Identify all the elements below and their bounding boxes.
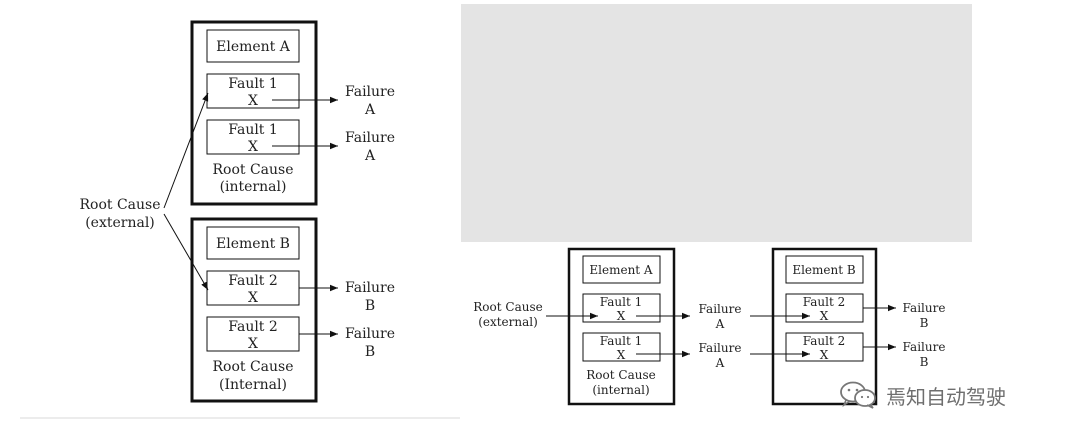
r-element-b-title-box — [785, 255, 864, 284]
element-a-fault2-x: X — [248, 139, 258, 155]
element-b-fault1-x: X — [248, 290, 258, 306]
element-b-root-cause-internal-line2: (Internal) — [219, 377, 287, 393]
r-failure-a-2-line1: Failure — [699, 341, 742, 355]
r-element-b-fault1-x: X — [820, 309, 829, 323]
r-element-a-container — [567, 247, 676, 406]
failure-a-2-line1: Failure — [345, 130, 395, 146]
element-a-fault1-x: X — [248, 93, 258, 109]
r-element-b-fault2-label: Fault 2 — [803, 334, 846, 348]
element-b-fault1-label: Fault 2 — [228, 273, 278, 289]
r-element-a-fault1-box — [582, 293, 661, 323]
r-element-b-container — [771, 247, 878, 406]
element-b-root-cause-internal-line1: Root Cause — [212, 359, 293, 375]
watermark-text: 焉知自动驾驶 — [886, 384, 1006, 409]
r-element-b-fault2-x: X — [820, 348, 829, 362]
element-a-fault2-label: Fault 1 — [228, 122, 278, 138]
r-failure-b-1-line2: B — [920, 316, 929, 330]
element-a-fault2-box — [206, 119, 300, 155]
wechat-icon — [840, 381, 876, 409]
r-element-a-fault1-x: X — [617, 309, 626, 323]
r-element-a-root-cause-internal-line1: Root Cause — [586, 368, 655, 382]
failure-a-1-line1: Failure — [345, 84, 395, 100]
right-diagram: Element A Fault 1 X Fault 1 X Root Cause… — [473, 247, 946, 406]
r-root-cause-external-line1: Root Cause — [473, 300, 542, 314]
r-element-a-title-box — [582, 255, 661, 284]
element-a-root-cause-internal-line2: (internal) — [220, 179, 287, 195]
element-a-title: Element A — [216, 39, 291, 55]
failure-b-2-line1: Failure — [345, 326, 395, 342]
r-failure-a-1-line2: A — [715, 317, 725, 331]
element-a-title-box — [206, 29, 300, 63]
r-failure-b-1-line1: Failure — [903, 301, 946, 315]
r-failure-a-1-line1: Failure — [699, 302, 742, 316]
root-cause-external-line1: Root Cause — [79, 197, 160, 213]
r-element-a-title: Element A — [589, 263, 653, 277]
element-b-container — [190, 217, 318, 403]
element-a-fault1-box — [206, 73, 300, 109]
arrow-external-to-fault2 — [163, 213, 209, 291]
r-element-b-title: Element B — [792, 263, 856, 277]
element-a-container — [190, 20, 318, 206]
failure-b-1-line1: Failure — [345, 280, 395, 296]
failure-a-2-line2: A — [364, 148, 376, 164]
failure-b-1-line2: B — [365, 298, 375, 314]
r-root-cause-external-line2: (external) — [478, 315, 538, 329]
r-failure-b-2-line2: B — [920, 355, 929, 369]
left-diagram: Element A Fault 1 X Fault 1 X Root Cause… — [79, 20, 395, 403]
r-failure-b-2-line1: Failure — [903, 340, 946, 354]
failure-a-1-line2: A — [364, 102, 376, 118]
element-b-fault2-label: Fault 2 — [228, 319, 278, 335]
r-element-a-fault2-box — [582, 332, 661, 362]
element-a-fault1-label: Fault 1 — [228, 76, 278, 92]
gray-panel — [461, 4, 972, 242]
root-cause-external-line2: (external) — [85, 215, 155, 231]
element-b-title-box — [206, 226, 300, 260]
element-b-title: Element B — [216, 236, 290, 252]
r-element-a-root-cause-internal-line2: (internal) — [592, 383, 649, 397]
top-cutoff-text: (… ……… …) — [478, 0, 561, 2]
r-element-a-fault2-label: Fault 1 — [600, 334, 643, 348]
arrow-external-to-fault1 — [163, 92, 209, 209]
watermark: 焉知自动驾驶 — [838, 378, 1006, 412]
failure-b-2-line2: B — [365, 344, 375, 360]
r-element-a-fault2-x: X — [617, 348, 626, 362]
r-failure-a-2-line2: A — [715, 356, 725, 370]
element-b-fault2-x: X — [248, 336, 258, 352]
r-element-a-fault1-label: Fault 1 — [600, 295, 643, 309]
r-element-b-fault1-label: Fault 2 — [803, 295, 846, 309]
element-a-root-cause-internal-line1: Root Cause — [212, 162, 293, 178]
